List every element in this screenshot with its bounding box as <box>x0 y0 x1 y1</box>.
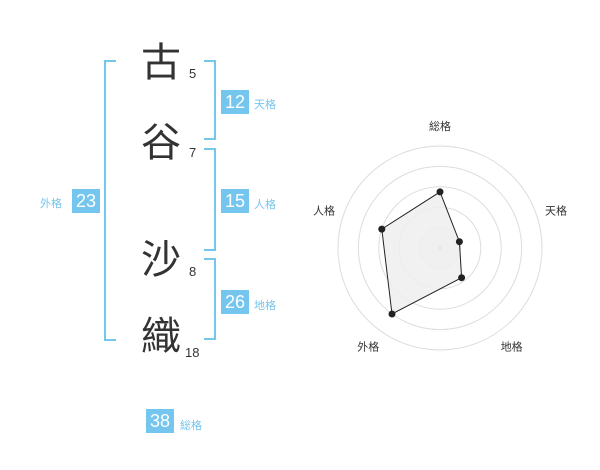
radar-axis-label: 人格 <box>313 203 335 217</box>
jinkaku-value: 15 <box>221 189 249 213</box>
name-char-4: 織 <box>141 314 181 360</box>
tenkaku-value: 12 <box>221 90 249 114</box>
radar-point <box>458 274 466 282</box>
jinkaku-bracket <box>204 148 216 251</box>
stroke-count-3: 8 <box>189 264 197 279</box>
chikaku-bracket <box>204 258 216 340</box>
radar-axis-label: 天格 <box>545 203 567 217</box>
radar-axis-label: 総格 <box>429 119 451 133</box>
chikaku-label: 地格 <box>254 299 276 312</box>
name-char-3: 沙 <box>141 237 181 283</box>
chikaku-value: 26 <box>221 290 249 314</box>
stroke-count-2: 7 <box>189 145 197 160</box>
gaikaku-label: 外格 <box>40 197 62 210</box>
name-char-2: 谷 <box>141 120 181 166</box>
gaikaku-value: 23 <box>72 189 100 213</box>
radar-ring <box>337 145 543 351</box>
radar-point <box>388 310 396 318</box>
stroke-count-1: 5 <box>189 66 197 81</box>
tenkaku-label: 天格 <box>254 98 276 111</box>
radar-point <box>436 188 444 196</box>
gaikaku-bracket <box>104 60 116 341</box>
soukaku-label: 総格 <box>180 419 202 432</box>
radar-point <box>455 238 463 246</box>
radar-ring <box>357 165 523 331</box>
jinkaku-label: 人格 <box>254 198 276 211</box>
name-char-1: 古 <box>141 40 181 86</box>
soukaku-value: 38 <box>146 409 174 433</box>
radar-axis-label: 地格 <box>501 340 523 354</box>
radar-point <box>378 225 386 233</box>
radar-ring <box>378 186 502 310</box>
stroke-count-4: 18 <box>185 345 200 360</box>
radar-axis-label: 外格 <box>357 340 379 354</box>
tenkaku-bracket <box>204 60 216 140</box>
radar-polygon <box>381 191 463 315</box>
